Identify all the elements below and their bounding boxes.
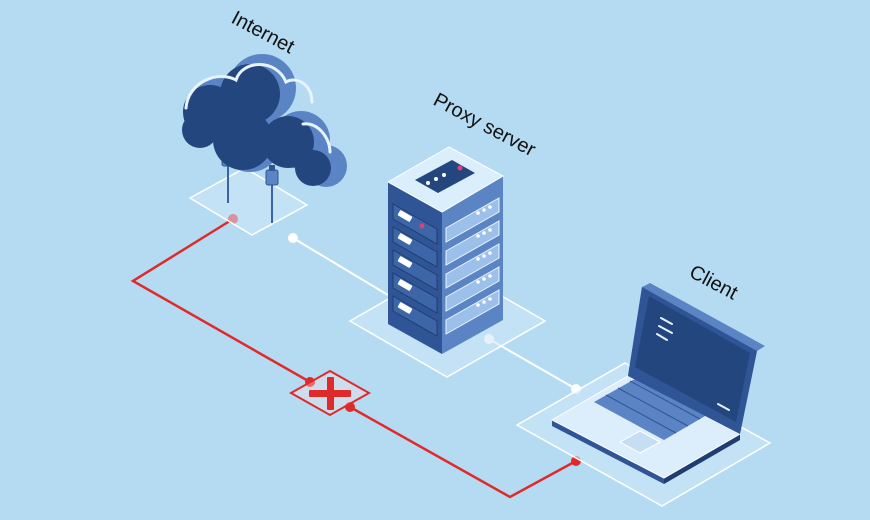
internet-node: Internet — [182, 7, 347, 236]
laptop-icon — [550, 283, 765, 484]
server-bays-left — [392, 203, 438, 337]
cloud-icon — [182, 54, 347, 187]
proxy-node: Proxy server — [348, 89, 547, 378]
client-node: Client — [515, 261, 772, 507]
client-label: Client — [686, 261, 742, 305]
server-rack-icon — [386, 146, 505, 354]
blocked-line-lower — [349, 405, 577, 499]
server-lights — [476, 205, 492, 307]
server-bays-right — [445, 197, 500, 335]
internet-label: Internet — [228, 7, 299, 58]
touchpad — [618, 430, 662, 454]
internet-plate — [188, 167, 309, 236]
blocked-cross-icon — [288, 369, 372, 417]
blocked-line-upper — [130, 217, 311, 384]
blocked-connection — [130, 214, 581, 499]
allowed-node-internet — [288, 233, 298, 243]
link-proxy-client — [488, 338, 577, 390]
link-internet-proxy — [292, 237, 389, 296]
